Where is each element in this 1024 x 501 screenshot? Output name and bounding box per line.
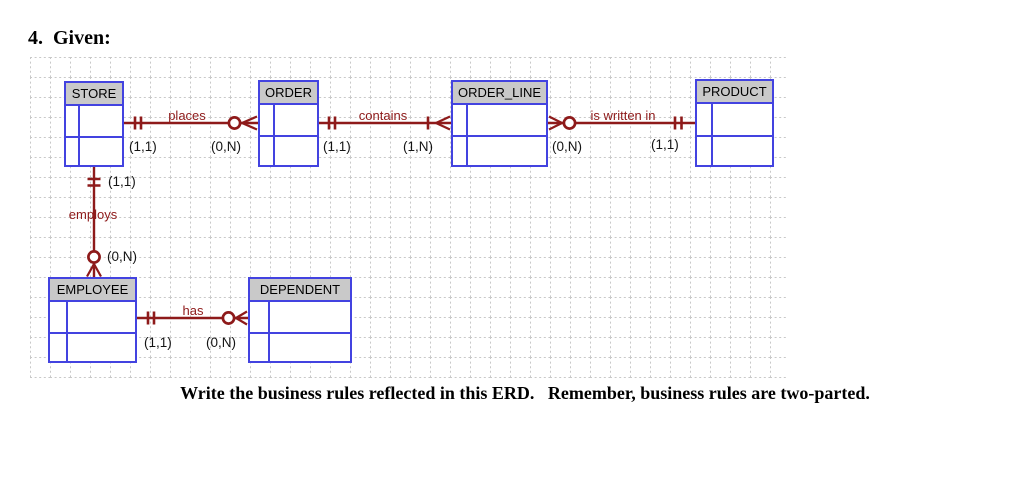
relationship-has bbox=[137, 310, 248, 326]
instruction-text: Write the business rules reflected in th… bbox=[180, 383, 870, 403]
relationship-places bbox=[123, 115, 258, 131]
has-one-mandatory-bars bbox=[146, 311, 156, 325]
relationship-employs bbox=[86, 167, 102, 278]
entity-product-body bbox=[697, 104, 772, 165]
cardinality-contains-order-line: (1,N) bbox=[403, 139, 433, 154]
has-crow-foot bbox=[235, 310, 248, 326]
relationship-label-places: places bbox=[168, 108, 206, 123]
entity-employee-body bbox=[50, 302, 135, 361]
cardinality-is-written-in-product: (1,1) bbox=[651, 137, 679, 152]
employs-optional-circle bbox=[87, 250, 101, 264]
entity-employee-header: EMPLOYEE bbox=[50, 279, 135, 302]
relationship-contains bbox=[319, 115, 451, 131]
entity-order-header: ORDER bbox=[260, 82, 317, 105]
cardinality-has-employee: (1,1) bbox=[144, 335, 172, 350]
relationship-is-written-in bbox=[548, 115, 695, 131]
grid-background bbox=[30, 57, 788, 378]
places-crow-foot bbox=[241, 115, 258, 131]
entity-divider bbox=[697, 134, 772, 137]
relationship-label-employs: employs bbox=[68, 207, 118, 222]
employs-crow-foot bbox=[86, 263, 102, 278]
cardinality-places-store: (1,1) bbox=[129, 139, 157, 154]
relationship-label-is-written-in: is written in bbox=[590, 108, 656, 123]
entity-order-line-body bbox=[453, 105, 546, 165]
cardinality-employs-employee: (0,N) bbox=[107, 249, 137, 264]
is-written-in-optional-circle bbox=[562, 116, 577, 130]
contains-crow-foot bbox=[435, 115, 451, 131]
entity-store-header: STORE bbox=[66, 83, 122, 106]
cardinality-employs-store: (1,1) bbox=[108, 174, 136, 189]
entity-order: ORDER bbox=[258, 80, 319, 167]
entity-dependent: DEPENDENT bbox=[248, 277, 352, 363]
entity-store-body bbox=[66, 106, 122, 165]
entity-divider bbox=[250, 331, 350, 334]
is-written-in-one-mandatory-bars bbox=[673, 116, 683, 130]
entity-divider bbox=[260, 135, 317, 137]
entity-employee: EMPLOYEE bbox=[48, 277, 137, 363]
entity-product-header: PRODUCT bbox=[697, 81, 772, 104]
cardinality-has-dependent: (0,N) bbox=[206, 335, 236, 350]
entity-order-line: ORDER_LINE bbox=[451, 80, 548, 167]
cardinality-contains-order: (1,1) bbox=[323, 139, 351, 154]
entity-divider bbox=[453, 135, 546, 137]
question-number-title: 4. Given: bbox=[28, 27, 111, 49]
entity-store: STORE bbox=[64, 81, 124, 167]
places-optional-circle bbox=[227, 116, 242, 130]
cardinality-places-order: (0,N) bbox=[211, 139, 241, 154]
relationship-label-contains: contains bbox=[358, 108, 408, 123]
contains-one-mandatory-bars bbox=[327, 116, 337, 130]
has-optional-circle bbox=[221, 311, 236, 325]
entity-product: PRODUCT bbox=[695, 79, 774, 167]
places-one-mandatory-bars bbox=[133, 116, 143, 130]
entity-dependent-header: DEPENDENT bbox=[250, 279, 350, 302]
entity-order-body bbox=[260, 105, 317, 165]
is-written-in-crow-foot bbox=[548, 115, 563, 131]
entity-order-line-header: ORDER_LINE bbox=[453, 82, 546, 105]
cardinality-is-written-in-order-line: (0,N) bbox=[552, 139, 582, 154]
entity-dependent-body bbox=[250, 302, 350, 361]
employs-one-mandatory-bars bbox=[87, 177, 101, 187]
entity-divider bbox=[50, 331, 135, 334]
relationship-label-has: has bbox=[182, 303, 204, 318]
entity-divider bbox=[66, 135, 122, 138]
